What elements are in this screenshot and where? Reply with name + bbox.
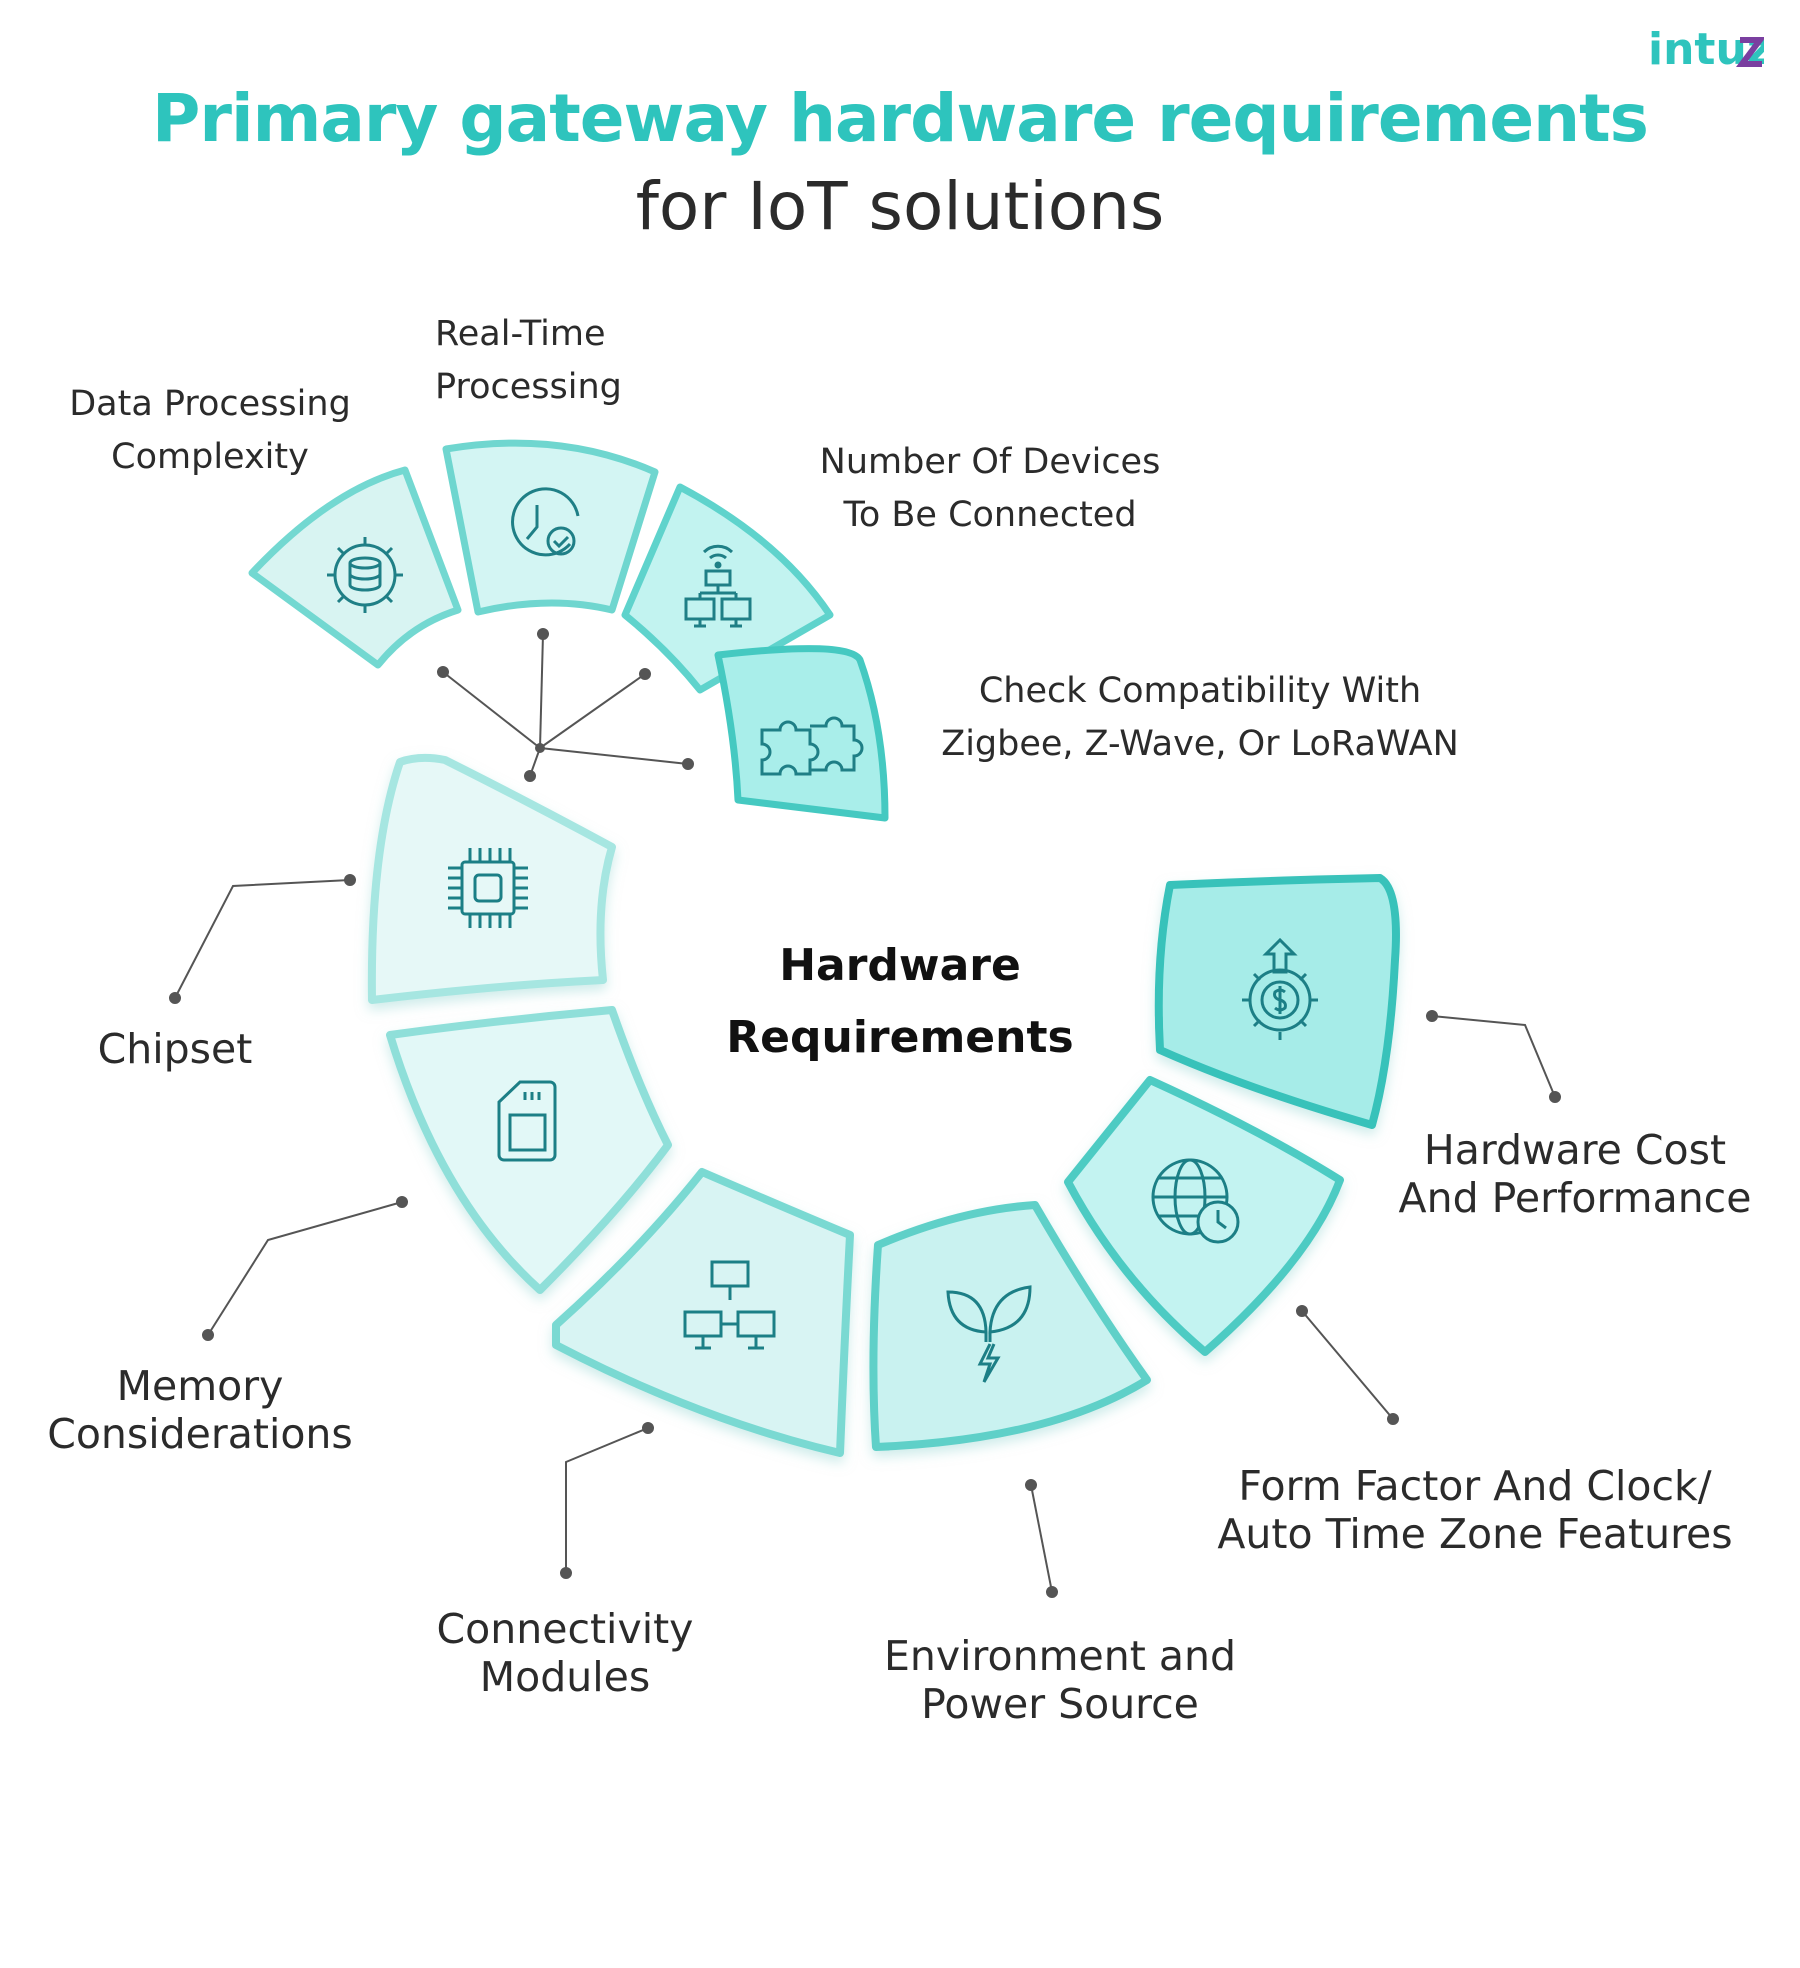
label-line: Memory — [116, 1362, 284, 1410]
label-environment: Environment and Power Source — [875, 1632, 1245, 1728]
label-line: Auto Time Zone Features — [1217, 1510, 1733, 1558]
label-line: Processing — [435, 367, 622, 407]
label-line: Zigbee, Z-Wave, Or LoRaWAN — [941, 724, 1459, 764]
label-chipset: Chipset — [60, 1025, 290, 1073]
puzzle-icon — [760, 716, 864, 776]
center-label-line1: Hardware — [779, 940, 1021, 991]
label-line: Chipset — [97, 1025, 253, 1073]
segment-chipset — [367, 753, 616, 1004]
label-line: Modules — [479, 1653, 651, 1701]
segment-compatibility — [714, 645, 889, 822]
center-label-line2: Requirements — [726, 1012, 1074, 1063]
label-memory: Memory Considerations — [40, 1362, 360, 1458]
center-label: Hardware Requirements — [700, 930, 1100, 1074]
page-title: Primary gateway hardware requirements — [152, 80, 1649, 157]
chip-icon — [448, 848, 528, 928]
segment-connectivity — [552, 1168, 854, 1457]
label-form-factor: Form Factor And Clock/ Auto Time Zone Fe… — [1205, 1462, 1745, 1558]
label-line: Considerations — [47, 1410, 353, 1458]
gear-dollar-icon — [1242, 937, 1318, 1040]
label-number-of-devices: Number Of Devices To Be Connected — [810, 436, 1170, 542]
globe-clock-icon — [1151, 1158, 1240, 1244]
sim-card-icon — [497, 1080, 557, 1162]
label-line: Number Of Devices — [819, 442, 1161, 482]
segment-memory — [386, 1006, 672, 1294]
label-line: Power Source — [921, 1680, 1199, 1728]
label-line: Form Factor And Clock/ — [1238, 1462, 1712, 1510]
connector-fan — [437, 628, 694, 782]
gear-database-icon — [327, 537, 403, 613]
label-line: Complexity — [111, 437, 309, 477]
page-subtitle: for IoT solutions — [635, 168, 1165, 245]
wifi-network-icon — [684, 544, 752, 628]
label-line: Check Compatibility With — [978, 671, 1422, 711]
label-connectivity: Connectivity Modules — [420, 1605, 710, 1701]
label-line: Connectivity — [436, 1605, 694, 1653]
segment-number-of-devices — [621, 483, 834, 694]
network-modules-icon — [683, 1260, 776, 1350]
segment-form-factor — [1064, 1076, 1344, 1356]
label-line: To Be Connected — [843, 495, 1137, 535]
label-line: Hardware Cost — [1423, 1126, 1727, 1174]
label-hardware-cost: Hardware Cost And Performance — [1385, 1126, 1765, 1222]
segment-environment — [869, 1201, 1151, 1451]
clock-check-icon — [511, 487, 580, 557]
label-compatibility: Check Compatibility With Zigbee, Z-Wave,… — [935, 665, 1465, 771]
leader-lines — [169, 874, 1561, 1598]
label-line: And Performance — [1398, 1174, 1752, 1222]
label-line: Data Processing — [69, 384, 351, 424]
segment-hardware-cost — [1154, 874, 1400, 1129]
label-data-processing: Data Processing Complexity — [50, 378, 370, 484]
intuz-logo: intuz — [1648, 24, 1764, 75]
label-line: Environment and — [884, 1632, 1236, 1680]
leaf-power-icon — [946, 1285, 1032, 1383]
segment-real-time-processing — [442, 439, 659, 616]
label-real-time: Real-Time Processing — [435, 308, 675, 414]
segment-data-processing — [248, 466, 462, 669]
label-line: Real-Time — [435, 314, 606, 354]
